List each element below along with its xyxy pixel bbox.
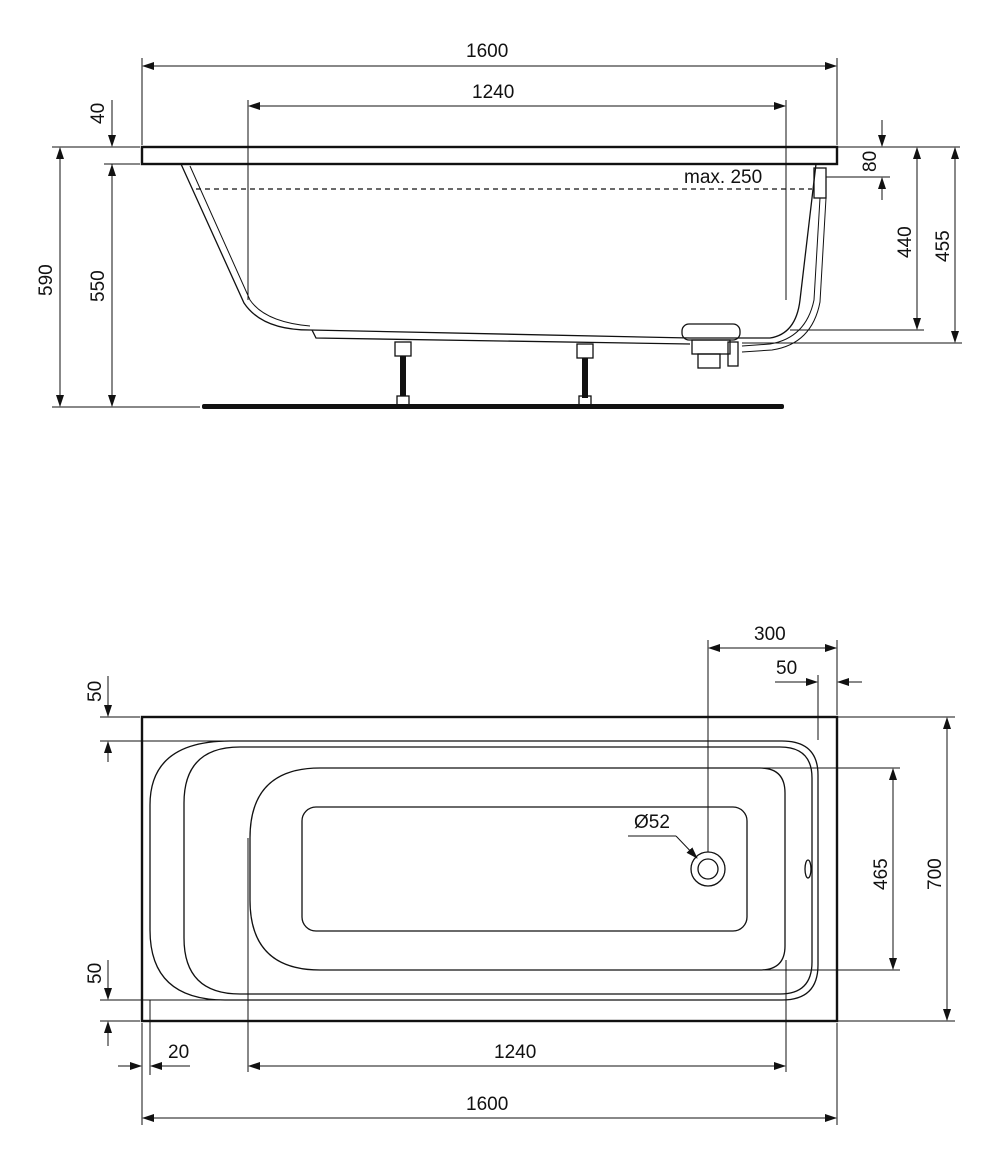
dim-52: Ø52 — [634, 812, 670, 833]
tub-inner-wall — [189, 165, 311, 327]
dim-455: 455 — [933, 230, 954, 262]
dim-550: 550 — [88, 270, 109, 302]
dim-1600-top-view: 1600 — [466, 1094, 508, 1115]
adjustable-foot-2 — [576, 343, 594, 407]
dim-1240-top-view: 1240 — [494, 1042, 536, 1063]
floor-line — [202, 404, 784, 409]
side-view: max. 250 1600 — [36, 41, 962, 409]
overflow-pipe — [741, 197, 821, 347]
tub-outline-top — [140, 715, 839, 1023]
top-view: Ø52 300 50 50 50 465 700 — [85, 624, 955, 1125]
rim-inner-edge — [149, 740, 819, 1001]
dim-80: 80 — [860, 151, 881, 172]
bowl-floor — [249, 767, 786, 971]
dim-300: 300 — [754, 624, 786, 645]
dim-40: 40 — [88, 103, 109, 124]
dim-50-top: 50 — [85, 681, 106, 702]
max-water-label: max. 250 — [684, 167, 762, 188]
tub-body-outline — [180, 163, 817, 339]
dim-440: 440 — [895, 226, 916, 258]
dim-590: 590 — [36, 264, 57, 296]
overflow-outlet — [804, 859, 812, 879]
dim-465: 465 — [871, 858, 892, 890]
dim-50-bottom: 50 — [85, 963, 106, 984]
tub-rim — [140, 145, 839, 166]
dim-50-overflow: 50 — [776, 658, 797, 679]
dim-1600-side: 1600 — [466, 41, 508, 62]
dim-1240-side: 1240 — [472, 82, 514, 103]
overflow-pipe-outer — [741, 197, 827, 353]
dim-20: 20 — [168, 1042, 189, 1063]
tub-base — [311, 329, 691, 345]
overflow-head — [813, 167, 827, 199]
bowl-outline — [183, 746, 813, 995]
flat-bottom-panel — [301, 806, 748, 932]
dim-700: 700 — [925, 858, 946, 890]
leader-52 — [675, 835, 698, 859]
adjustable-foot-1 — [394, 341, 412, 407]
waste-fitting — [681, 323, 741, 369]
